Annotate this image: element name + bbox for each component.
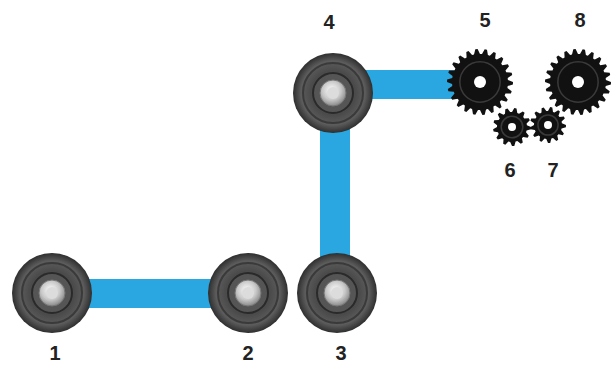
- gear-hole: [474, 76, 486, 88]
- pulley: [293, 53, 373, 133]
- callout-number: 5: [479, 10, 490, 30]
- callout-number: 8: [574, 10, 585, 30]
- gear-hole: [572, 76, 584, 88]
- pulley: [297, 253, 377, 333]
- gear: [493, 108, 531, 146]
- gear-ring: [558, 62, 598, 102]
- gear-hole: [544, 121, 552, 129]
- callout-number: 4: [323, 12, 334, 32]
- callout-number: 1: [49, 343, 60, 363]
- gear-ring: [501, 116, 523, 138]
- callout-number: 6: [504, 160, 515, 180]
- callout-number: 2: [242, 343, 253, 363]
- pulley: [12, 253, 92, 333]
- gear: [530, 107, 566, 143]
- gear: [545, 49, 611, 115]
- callout-number: 7: [547, 160, 558, 180]
- gear: [447, 49, 513, 115]
- callout-number: 3: [335, 343, 346, 363]
- pulley: [208, 253, 288, 333]
- gear-ring: [460, 62, 500, 102]
- gear-ring: [538, 115, 558, 135]
- gear-hole: [508, 123, 516, 131]
